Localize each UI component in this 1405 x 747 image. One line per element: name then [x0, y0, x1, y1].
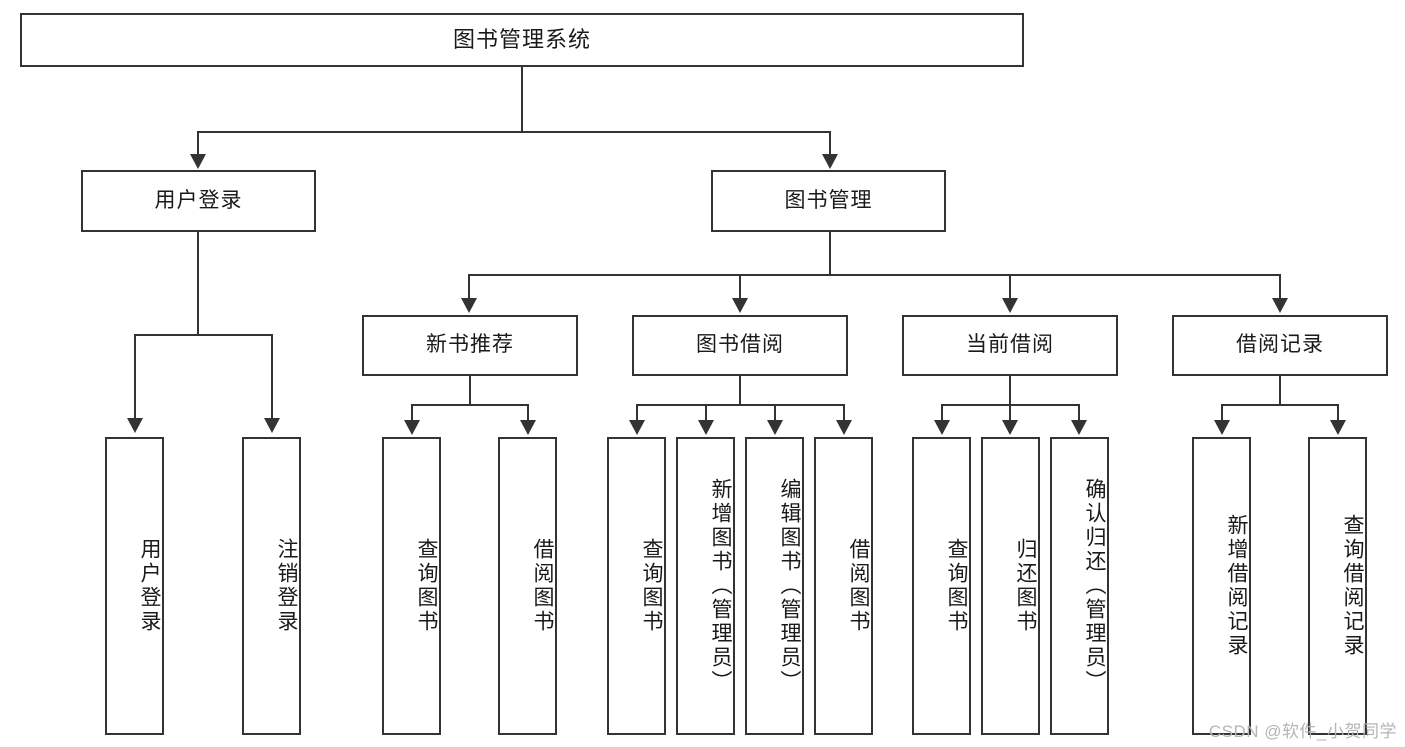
- connector-user-login-bar: [134, 334, 273, 336]
- connector-book-management-bar: [468, 274, 1280, 276]
- leaf-currentborrow-confirm-return-admin[interactable]: 确认归还（管理员）: [1050, 437, 1109, 735]
- node-label: 查询借阅记录: [1341, 514, 1364, 658]
- node-label: 查询图书: [415, 538, 438, 634]
- leaf-user-login[interactable]: 用户登录: [105, 437, 164, 735]
- arrow-bm-to-borrow-record: [1272, 298, 1288, 313]
- connector-borrow-record-b1: [1221, 404, 1223, 422]
- node-borrow-record[interactable]: 借阅记录: [1172, 315, 1388, 376]
- connector-book-borrow-trunk: [739, 376, 741, 406]
- leaf-bookborrow-query-book[interactable]: 查询图书: [607, 437, 666, 735]
- arrow-bm-to-current-borrow: [1002, 298, 1018, 313]
- arrow-book-borrow-b3: [767, 420, 783, 435]
- connector-user-login-b2: [271, 334, 273, 420]
- connector-root-to-book-management: [829, 131, 831, 156]
- connector-user-login-trunk: [197, 232, 199, 336]
- arrow-user-login-b2: [264, 418, 280, 433]
- arrow-root-to-user-login: [190, 154, 206, 169]
- arrow-borrow-record-b1: [1214, 420, 1230, 435]
- arrow-new-book-b2: [520, 420, 536, 435]
- connector-current-borrow-trunk: [1009, 376, 1011, 406]
- arrow-new-book-b1: [404, 420, 420, 435]
- leaf-bookborrow-edit-book-admin[interactable]: 编辑图书（管理员）: [745, 437, 804, 735]
- connector-root-trunk: [521, 67, 523, 133]
- arrow-current-borrow-b2: [1002, 420, 1018, 435]
- arrow-bm-to-book-borrow: [732, 298, 748, 313]
- arrow-borrow-record-b2: [1330, 420, 1346, 435]
- connector-root-bar: [197, 131, 831, 133]
- arrow-book-borrow-b1: [629, 420, 645, 435]
- node-root-book-management-system[interactable]: 图书管理系统: [20, 13, 1024, 67]
- arrow-current-borrow-b3: [1071, 420, 1087, 435]
- connector-current-borrow-b1: [941, 404, 943, 422]
- arrow-current-borrow-b1: [934, 420, 950, 435]
- connector-current-borrow-b3: [1078, 404, 1080, 422]
- arrow-root-to-book-management: [822, 154, 838, 169]
- connector-new-book-b1: [411, 404, 413, 422]
- node-label: 当前借阅: [966, 333, 1054, 357]
- connector-borrow-record-b2: [1337, 404, 1339, 422]
- arrow-user-login-b1: [127, 418, 143, 433]
- node-label: 新增图书（管理员）: [709, 478, 732, 694]
- connector-bm-to-borrow-record: [1279, 274, 1281, 300]
- node-label: 查询图书: [640, 538, 663, 634]
- node-label: 借阅图书: [531, 538, 554, 634]
- node-label: 借阅记录: [1236, 333, 1324, 357]
- connector-book-management-trunk: [829, 232, 831, 276]
- connector-new-book-trunk: [469, 376, 471, 406]
- connector-root-to-user-login: [197, 131, 199, 156]
- connector-borrow-record-trunk: [1279, 376, 1281, 406]
- arrow-book-borrow-b2: [698, 420, 714, 435]
- connector-bm-to-book-borrow: [739, 274, 741, 300]
- node-book-borrow[interactable]: 图书借阅: [632, 315, 848, 376]
- connector-current-borrow-b2: [1009, 404, 1011, 422]
- node-current-borrow[interactable]: 当前借阅: [902, 315, 1118, 376]
- leaf-bookborrow-borrow-book[interactable]: 借阅图书: [814, 437, 873, 735]
- connector-book-borrow-b3: [774, 404, 776, 422]
- leaf-currentborrow-query-book[interactable]: 查询图书: [912, 437, 971, 735]
- leaf-logout[interactable]: 注销登录: [242, 437, 301, 735]
- watermark: CSDN @软件_小贺同学: [1208, 722, 1397, 741]
- leaf-bookborrow-add-book-admin[interactable]: 新增图书（管理员）: [676, 437, 735, 735]
- connector-bm-to-current-borrow: [1009, 274, 1011, 300]
- leaf-borrowrecord-query-record[interactable]: 查询借阅记录: [1308, 437, 1367, 735]
- node-label: 图书借阅: [696, 333, 784, 357]
- node-label: 图书管理: [784, 188, 873, 212]
- connector-book-borrow-b2: [705, 404, 707, 422]
- node-label: 注销登录: [275, 538, 298, 634]
- leaf-currentborrow-return-book[interactable]: 归还图书: [981, 437, 1040, 735]
- arrow-bm-to-new-book: [461, 298, 477, 313]
- connector-book-borrow-b1: [636, 404, 638, 422]
- node-label: 编辑图书（管理员）: [778, 478, 801, 694]
- leaf-newbook-query-book[interactable]: 查询图书: [382, 437, 441, 735]
- node-user-login[interactable]: 用户登录: [81, 170, 316, 232]
- connector-borrow-record-bar: [1221, 404, 1339, 406]
- node-label: 查询图书: [945, 538, 968, 634]
- connector-book-borrow-bar: [636, 404, 845, 406]
- node-label: 图书管理系统: [452, 27, 591, 53]
- connector-new-book-b2: [527, 404, 529, 422]
- connector-bm-to-new-book: [468, 274, 470, 300]
- leaf-newbook-borrow-book[interactable]: 借阅图书: [498, 437, 557, 735]
- node-new-book-recommend[interactable]: 新书推荐: [362, 315, 578, 376]
- connector-book-borrow-b4: [843, 404, 845, 422]
- leaf-borrowrecord-add-record[interactable]: 新增借阅记录: [1192, 437, 1251, 735]
- node-label: 借阅图书: [847, 538, 870, 634]
- node-label: 用户登录: [154, 188, 243, 212]
- arrow-book-borrow-b4: [836, 420, 852, 435]
- node-label: 新书推荐: [426, 333, 514, 357]
- connector-user-login-b1: [134, 334, 136, 420]
- node-book-management[interactable]: 图书管理: [711, 170, 946, 232]
- node-label: 归还图书: [1014, 538, 1037, 634]
- node-label: 新增借阅记录: [1225, 514, 1248, 658]
- node-label: 用户登录: [138, 538, 161, 634]
- connector-new-book-bar: [411, 404, 529, 406]
- node-label: 确认归还（管理员）: [1083, 478, 1106, 694]
